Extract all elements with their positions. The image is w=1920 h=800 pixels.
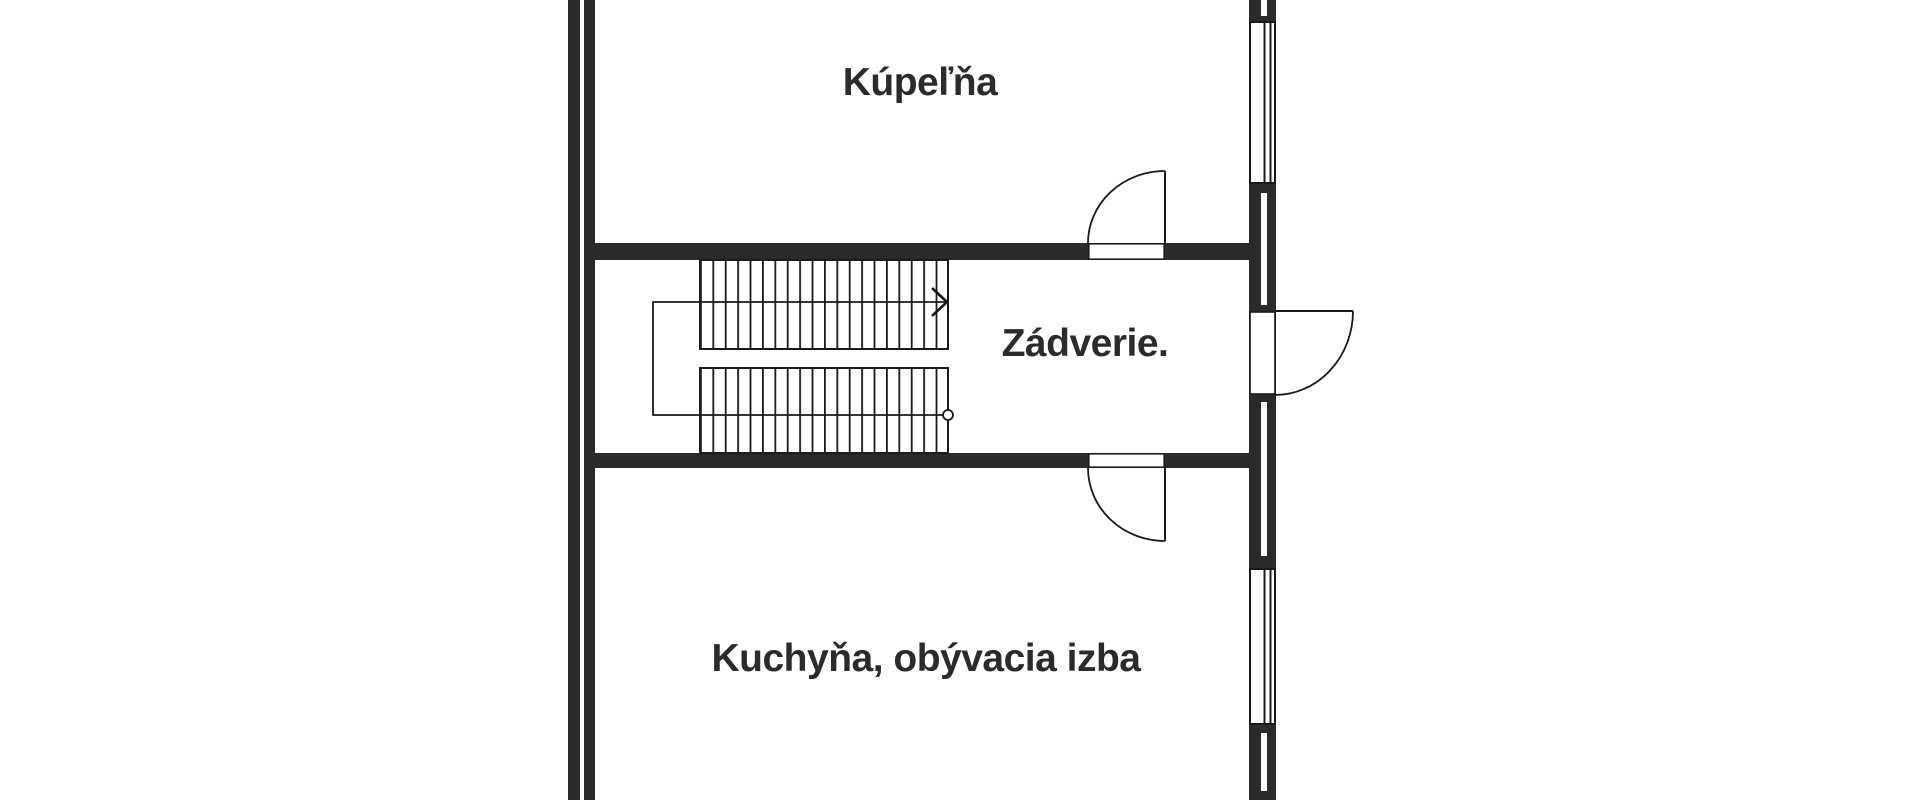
interior-wall-top	[595, 243, 1249, 261]
wall-cavity-gap	[1261, 402, 1267, 556]
door-swing-arc	[1274, 310, 1354, 396]
window-upper	[1249, 21, 1276, 184]
wall-cavity-gap	[1261, 0, 1267, 16]
room-label-bathroom: Kúpeľňa	[843, 61, 998, 104]
stair-direction-arrow-icon	[931, 287, 949, 317]
door-bathroom	[1087, 170, 1166, 244]
door-kitchen	[1087, 467, 1166, 542]
door-swing-arc	[1087, 467, 1166, 542]
window-lower	[1249, 568, 1276, 725]
stair-walk-line	[652, 301, 948, 416]
door-opening	[1249, 311, 1276, 395]
wall-segment	[1165, 453, 1249, 468]
wall-segment	[595, 453, 1088, 468]
door-opening	[1088, 243, 1166, 261]
room-label-entrance-hall: Zádverie.	[1002, 322, 1169, 365]
door-entrance	[1274, 310, 1354, 396]
exterior-wall-left	[568, 0, 595, 800]
wall-cavity-gap	[1261, 193, 1267, 305]
wall-segment	[595, 243, 1088, 260]
wall-cavity-gap	[1261, 733, 1267, 791]
room-label-kitchen-living-room: Kuchyňa, obývacia izba	[712, 637, 1142, 680]
wall-segment	[568, 0, 580, 800]
interior-wall-bottom	[595, 452, 1249, 468]
door-swing-arc	[1087, 170, 1166, 244]
wall-segment	[1165, 243, 1249, 260]
stair-flight-upper	[699, 259, 949, 350]
staircase	[652, 259, 954, 454]
door-opening	[1088, 452, 1166, 468]
stair-flight-lower	[699, 367, 949, 454]
wall-segment	[584, 0, 595, 800]
stair-walk-start-dot	[942, 409, 954, 421]
